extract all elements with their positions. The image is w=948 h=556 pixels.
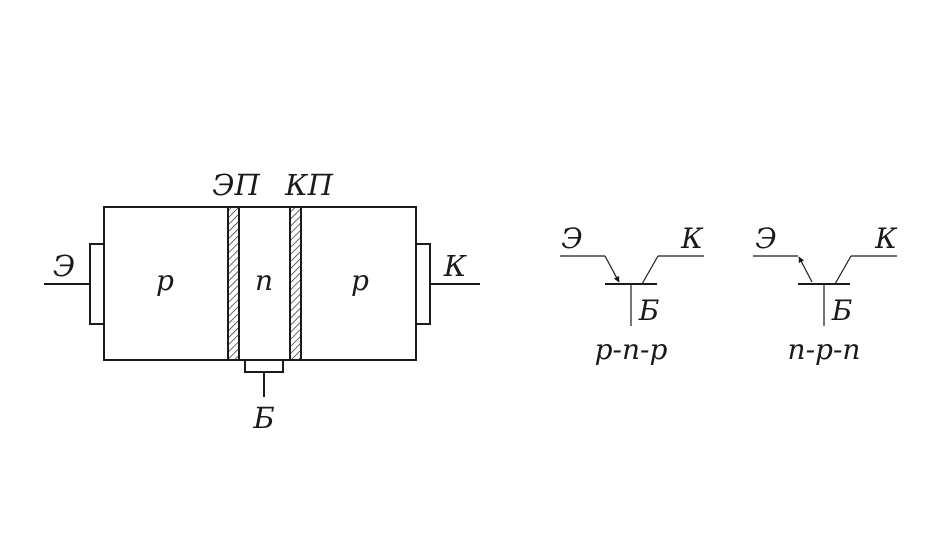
middle-region-label: n (255, 264, 273, 297)
collector-junction-layer (289, 206, 302, 361)
pnp-caption: p-n-p (595, 333, 668, 366)
npn-collector-label: К (874, 222, 898, 255)
collector-terminal-label: К (443, 249, 468, 283)
base-contact (244, 359, 284, 373)
npn-emitter-arrow (798, 256, 813, 283)
pnp-emitter-arrow (604, 255, 620, 283)
pnp-collector-label: К (680, 222, 704, 255)
pnp-emitter-label: Э (561, 222, 582, 255)
collector-junction-label: КП (284, 168, 333, 202)
pnp-base-label: Б (638, 294, 660, 327)
pnp-collector-line (641, 255, 659, 285)
left-region-label: p (156, 264, 174, 297)
pnp-symbol: Э К Б p-n-p (560, 222, 704, 366)
npn-base-label: Б (831, 294, 853, 327)
emitter-junction-layer (227, 206, 240, 361)
npn-collector-line (834, 255, 852, 285)
npn-symbol: Э К Б n-p-n (753, 222, 898, 366)
right-region-label: p (351, 264, 369, 297)
emitter-terminal-label: Э (53, 249, 75, 283)
npn-caption: n-p-n (788, 333, 861, 366)
collector-contact (415, 243, 431, 325)
npn-emitter-label: Э (755, 222, 776, 255)
emitter-contact (89, 243, 105, 325)
emitter-junction-label: ЭП (212, 168, 260, 202)
base-terminal-label: Б (252, 401, 274, 435)
transistor-structure: ЭП КП p n p Э К Б (44, 168, 480, 435)
